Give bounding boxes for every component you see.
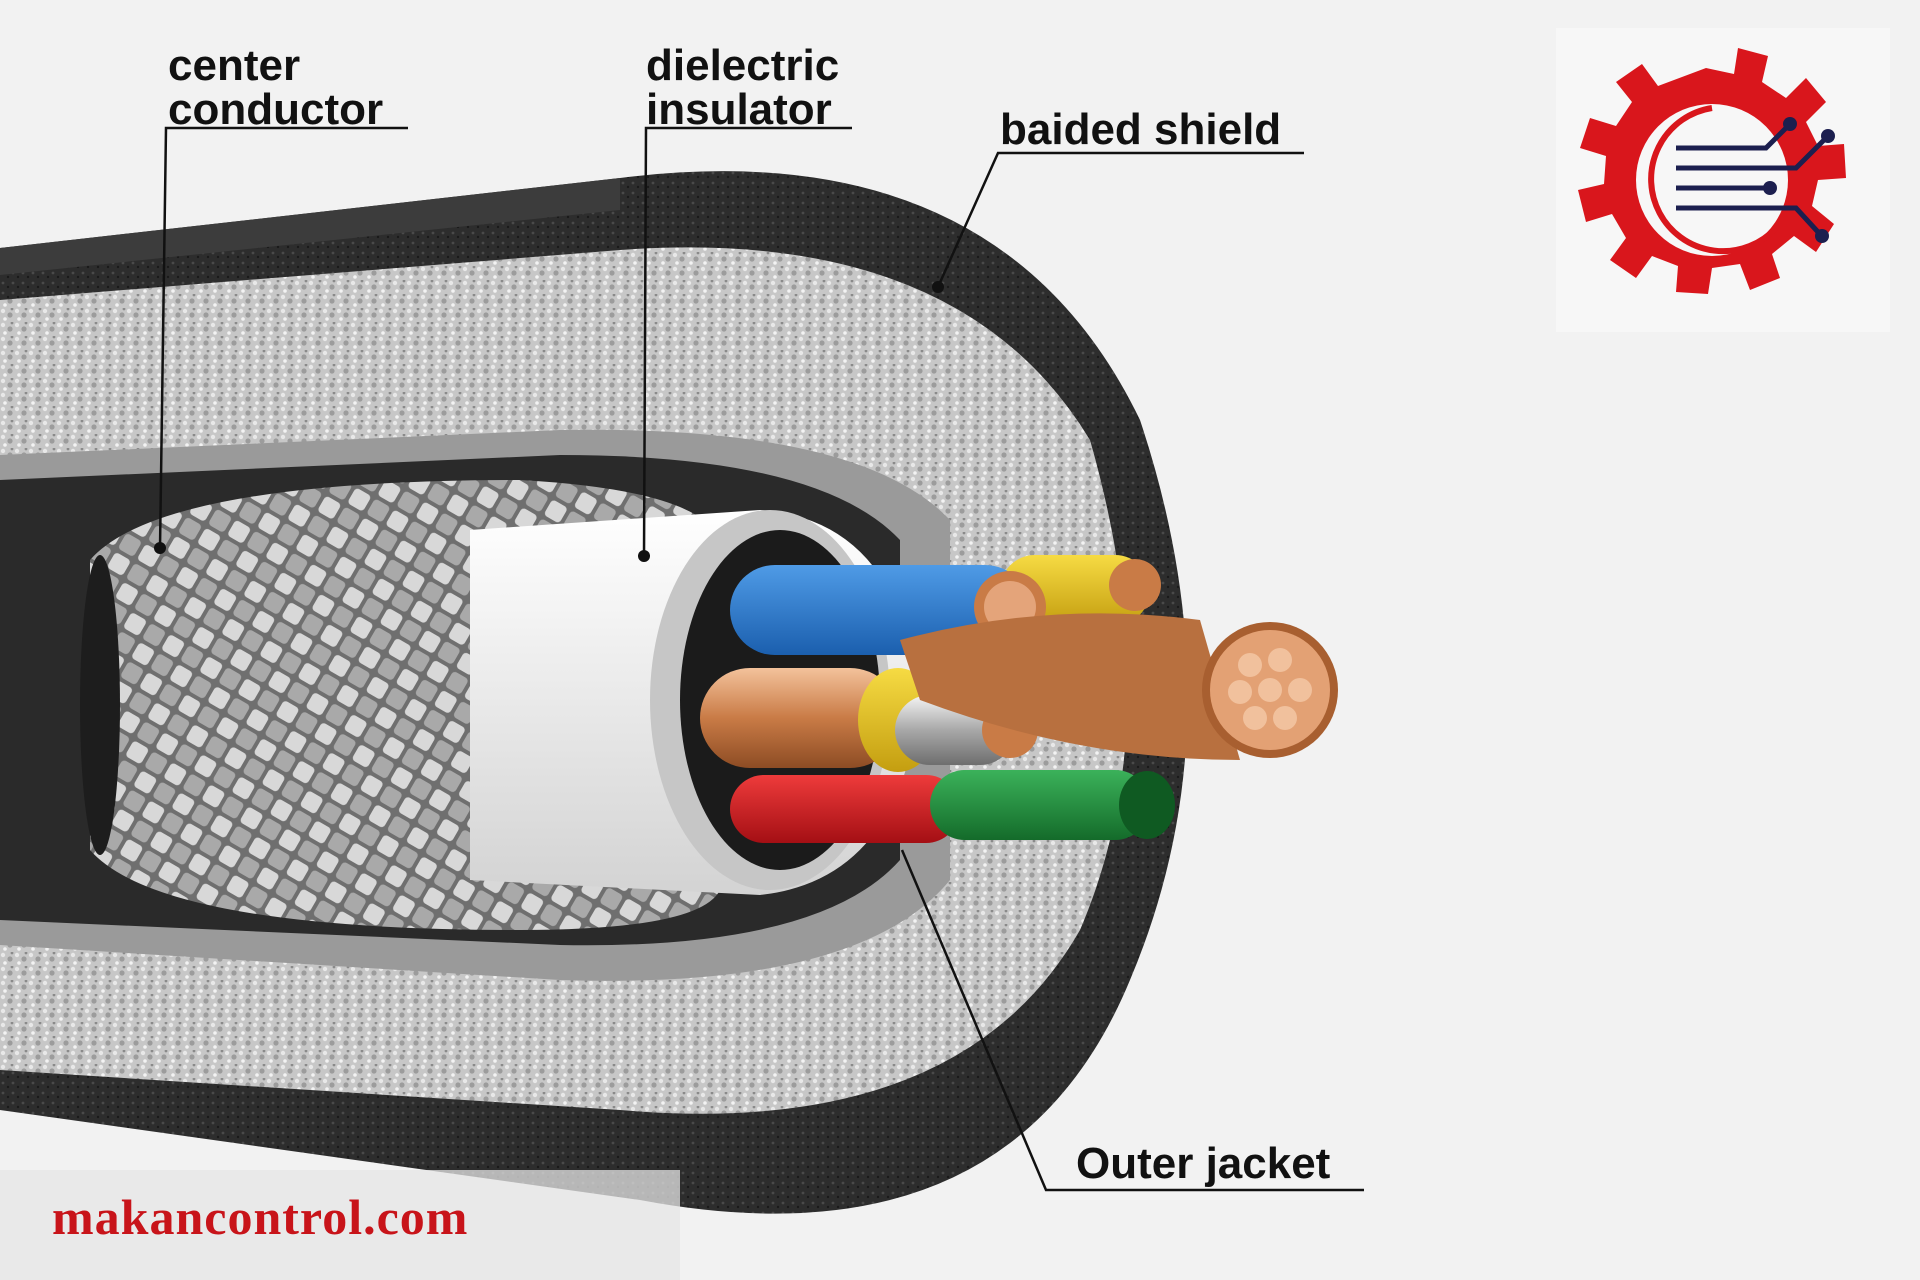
red-wire [730,775,960,843]
copper-strand-bundle [900,613,1338,760]
watermark-background [0,1170,680,1280]
copper-wire [700,668,900,768]
leader-lines [158,126,1364,1192]
gear-circuit-logo-icon [1578,48,1846,294]
label-outer-jacket: Outer jacket [1076,1139,1331,1188]
leader-jacket [900,849,1364,1192]
label-braided-shield: baided shield [1000,105,1282,154]
leader-dots [154,281,944,562]
label-center-conductor: center conductor [168,41,384,134]
brand-logo [1556,28,1890,332]
watermark-text: makancontrol.com [52,1189,469,1245]
green-wire [930,770,1150,840]
leader-shield [936,151,1304,288]
label-dielectric-insulator: dielectric insulator [646,41,840,134]
leader-dielectric [642,126,852,557]
leader-center-conductor [158,126,408,549]
